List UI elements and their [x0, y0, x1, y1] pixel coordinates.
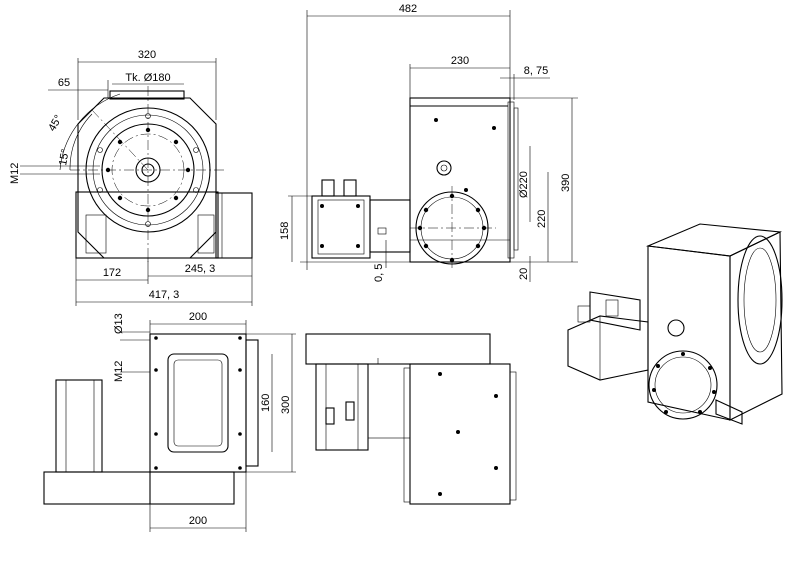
dim-417-label: 417, 3	[149, 289, 180, 301]
rear-view	[305, 333, 517, 505]
dim-200-bottom-label: 200	[189, 515, 207, 527]
dim-245-label: 245, 3	[185, 263, 216, 275]
dimension-labels: 320 65 Tk. Ø180 45° 15° M12 172 245, 3 4…	[9, 3, 572, 527]
dim-172-label: 172	[103, 267, 121, 279]
dim-200-top-label: 200	[189, 311, 207, 323]
side-view	[288, 10, 578, 282]
dim-05-label: 0, 5	[373, 264, 385, 282]
dim-390-label: 390	[560, 174, 572, 192]
dim-300-label: 300	[280, 396, 292, 414]
dim-15deg-label: 15°	[57, 148, 72, 166]
dim-45deg-label: 45°	[46, 113, 65, 133]
dim-482-label: 482	[399, 3, 417, 15]
isometric-view	[567, 223, 783, 425]
dim-65-label: 65	[58, 77, 70, 89]
dim-m12-bottom-label: M12	[113, 361, 125, 382]
dim-dia13-label: Ø13	[113, 313, 125, 334]
dim-875-label: 8, 75	[524, 65, 548, 77]
front-view	[20, 58, 253, 306]
dim-220-label: 220	[536, 210, 548, 228]
dim-m12-top-label: M12	[9, 163, 21, 184]
dim-320-label: 320	[138, 49, 156, 61]
top-view	[43, 320, 296, 532]
dim-tk180-label: Tk. Ø180	[125, 72, 170, 84]
dim-230-label: 230	[451, 55, 469, 67]
dim-158-label: 158	[279, 222, 291, 240]
dim-160-label: 160	[260, 394, 272, 412]
dim-20-label: 20	[518, 268, 530, 280]
dim-dia220-label: Ø220	[518, 171, 530, 198]
